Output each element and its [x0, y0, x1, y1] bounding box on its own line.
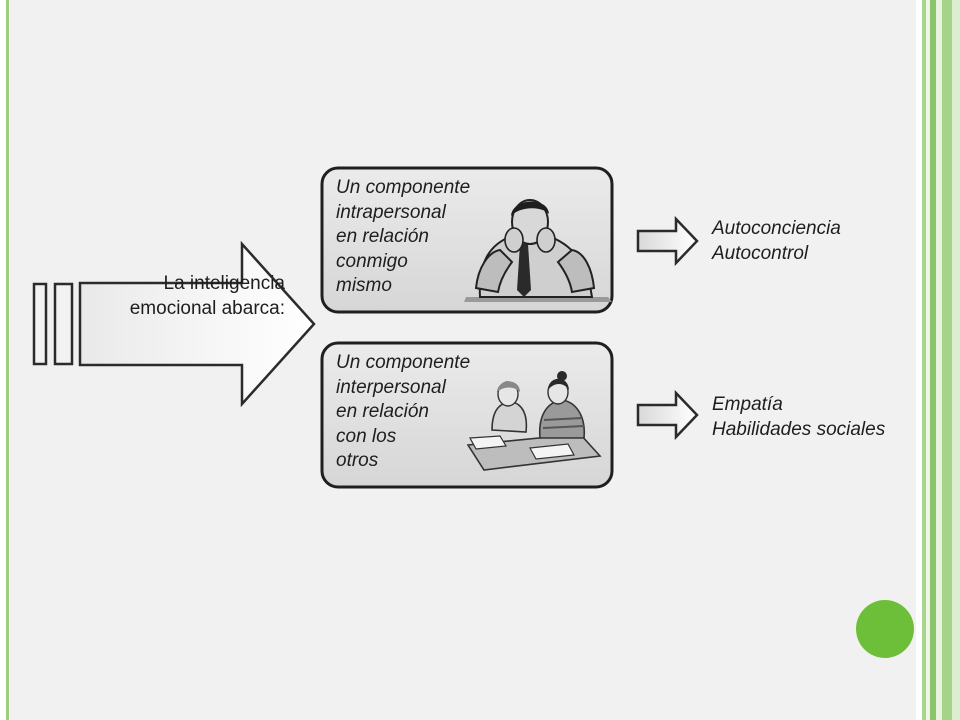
- main-label-line-2: emocional abarca:: [129, 298, 285, 319]
- right-decorative-band: [918, 0, 960, 720]
- students-illustration: [466, 371, 602, 471]
- main-arrow-tail-bar-2: [53, 282, 74, 366]
- intrapersonal-line-5: mismo: [336, 275, 392, 296]
- main-arrow-tail-bar-1: [32, 282, 48, 366]
- arrow-to-outcomes-2: [636, 389, 699, 441]
- intrapersonal-line-2: intrapersonal: [336, 201, 446, 223]
- arrow-to-outcomes-1: [636, 215, 699, 267]
- intrapersonal-outcomes: Autoconciencia Autocontrol: [712, 217, 841, 266]
- main-arrow: [78, 240, 316, 408]
- interpersonal-line-3: en relación: [336, 401, 429, 422]
- green-circle-decoration: [856, 600, 914, 658]
- intrapersonal-text: Un componente intrapersonal en relación …: [336, 176, 470, 299]
- main-label-line-1: La inteligencia: [163, 273, 285, 294]
- interpersonal-line-1: Un componente: [336, 352, 471, 373]
- intrapersonal-line-1: Un componente: [336, 177, 471, 198]
- intrapersonal-line-3: en relación: [336, 226, 429, 247]
- outcome-autocontrol: Autocontrol: [712, 242, 809, 264]
- intrapersonal-line-4: conmigo: [336, 250, 408, 272]
- main-arrow-label: La inteligencia emocional abarca:: [85, 271, 285, 321]
- interpersonal-text: Un componente interpersonal en relación …: [336, 351, 470, 474]
- interpersonal-line-2: interpersonal: [336, 376, 446, 398]
- pensive-man-illustration: [464, 199, 612, 302]
- interpersonal-line-5: otros: [336, 450, 379, 471]
- outcome-habilidades-sociales: Habilidades sociales: [712, 418, 886, 440]
- interpersonal-outcomes: Empatía Habilidades sociales: [712, 393, 885, 442]
- left-border-line: [6, 0, 9, 720]
- interpersonal-line-4: con los: [336, 425, 397, 447]
- outcome-empatia: Empatía: [712, 394, 783, 415]
- outcome-autoconciencia: Autoconciencia: [712, 218, 841, 239]
